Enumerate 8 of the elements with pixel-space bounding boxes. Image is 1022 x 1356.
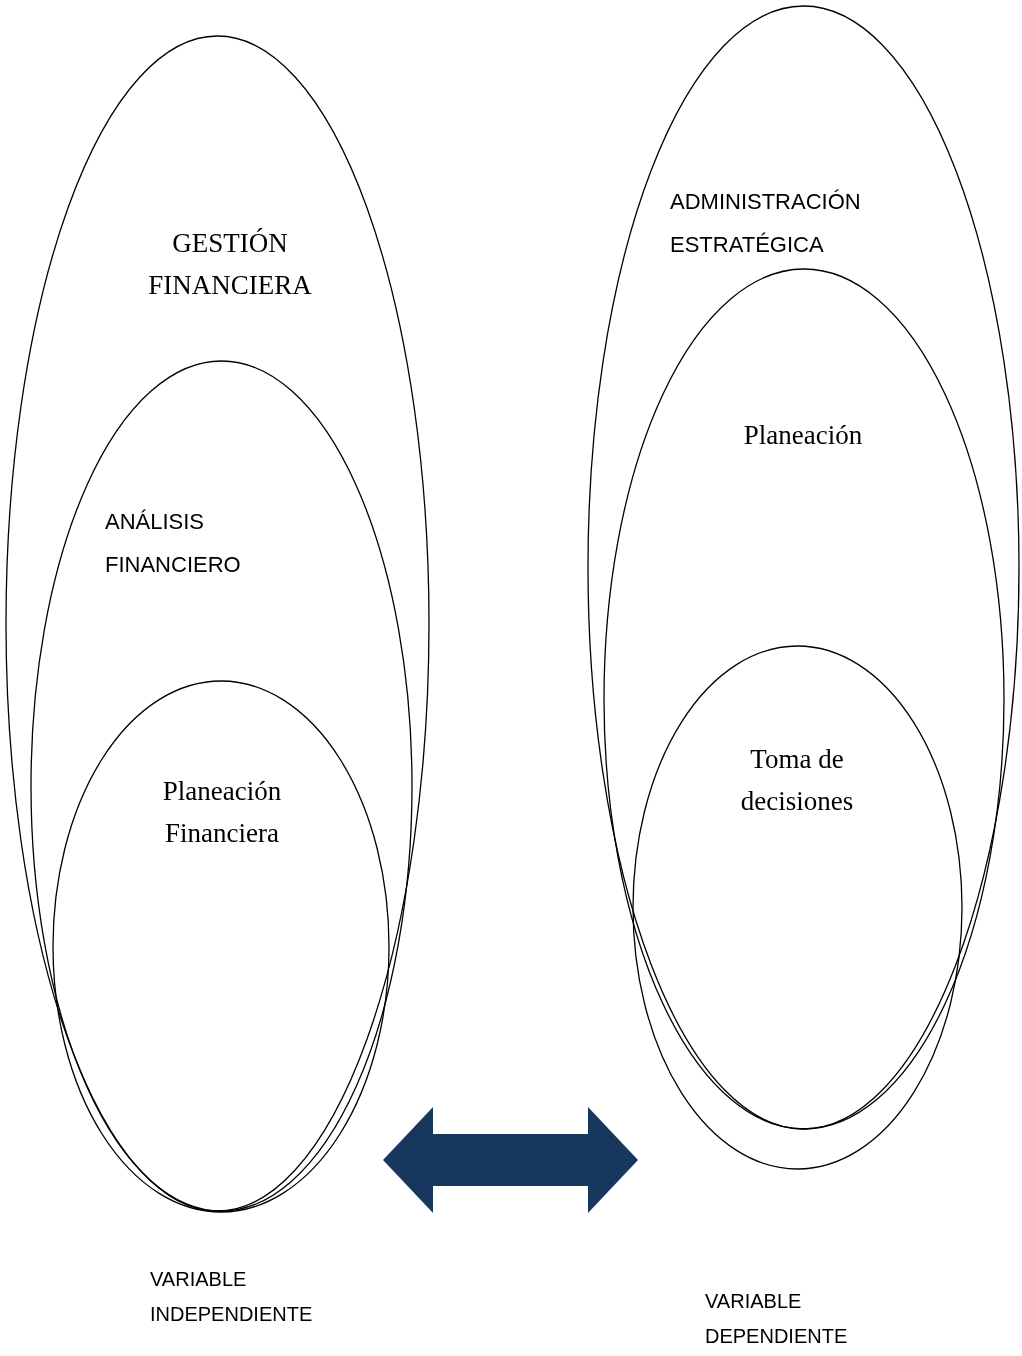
ellipse-label: Toma de decisiones [739, 743, 855, 818]
ellipse-label: GESTIÓN FINANCIERA [147, 227, 313, 302]
variable-label: VARIABLE DEPENDIENTE [705, 1289, 849, 1349]
variable-label: VARIABLE INDEPENDIENTE [150, 1267, 314, 1327]
ellipse-label: ADMINISTRACIÓN ESTRATÉGICA [670, 188, 862, 259]
ellipse-label: Planeación Financiera [161, 775, 283, 850]
ellipse-label: Planeación [742, 419, 864, 452]
ellipse-label: ANÁLISIS FINANCIERO [105, 508, 242, 579]
